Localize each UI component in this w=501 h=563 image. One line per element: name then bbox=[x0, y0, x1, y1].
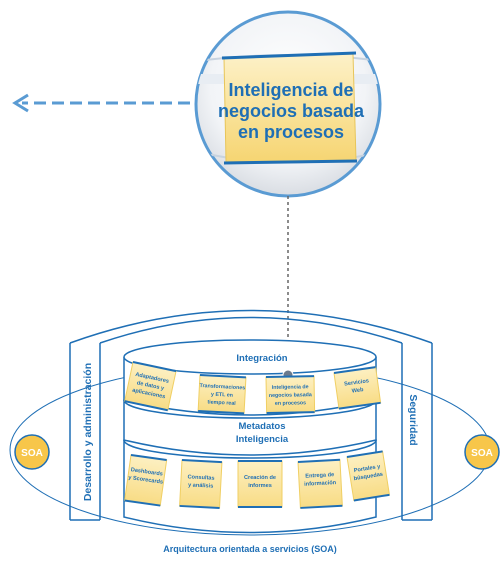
card-web-services-line-1: Servicios bbox=[344, 378, 369, 387]
card-reports-line-1: Creación de bbox=[244, 475, 276, 481]
zoom-title-line-2: negocios basada bbox=[218, 101, 365, 121]
soa-badge-left-label: SOA bbox=[21, 448, 43, 459]
card-queries: Consultas y análisis bbox=[179, 459, 223, 510]
card-etl-line-2: y ETL en bbox=[211, 392, 233, 399]
card-dashboards-line-2: y Scorecards bbox=[128, 475, 164, 486]
card-dashboards-line-1: Dashboards bbox=[130, 467, 163, 477]
arrow-left-icon bbox=[12, 93, 29, 113]
card-etl: Transformaciones y ETL en tiempo real bbox=[197, 374, 247, 415]
card-delivery-line-2: información bbox=[304, 480, 337, 488]
zoom-title-line-1: Inteligencia de bbox=[228, 80, 353, 100]
dashed-arrow bbox=[12, 93, 190, 113]
card-process-bi-line-2: negocios basada bbox=[269, 392, 312, 399]
soa-badge-right: SOA bbox=[464, 434, 500, 470]
card-delivery: Entrega de información bbox=[297, 458, 343, 509]
card-etl-line-1: Transformaciones bbox=[199, 383, 245, 391]
card-adapters: Adaptadores de datos y aplicaciones bbox=[124, 361, 177, 412]
outer-frame bbox=[69, 309, 433, 521]
card-web-services-line-2: Web bbox=[351, 387, 364, 395]
footer-caption: Arquitectura orientada a servicios (SOA) bbox=[163, 544, 337, 554]
side-label-left: Desarrollo y administración bbox=[82, 363, 94, 501]
card-process-bi-line-1: Inteligencia de bbox=[272, 384, 309, 391]
card-portals: Portales y búsquedas bbox=[346, 450, 391, 502]
card-delivery-line-1: Entrega de bbox=[305, 472, 334, 480]
card-adapters-line-2: de datos y bbox=[136, 380, 165, 392]
layer-label-metadata: Metadatos bbox=[239, 421, 286, 432]
layer-label-integration: Integración bbox=[236, 353, 287, 364]
zoom-card: Inteligencia de negocios basada en proce… bbox=[218, 51, 365, 165]
card-portals-line-2: búsquedas bbox=[353, 472, 383, 483]
card-web-services: Servicios Web bbox=[333, 366, 382, 410]
card-dashboards: Dashboards y Scorecards bbox=[124, 454, 168, 507]
layer-label-intelligence: Inteligencia bbox=[236, 434, 289, 445]
card-etl-line-3: tiempo real bbox=[207, 399, 236, 406]
card-reports: Creación de informes bbox=[237, 460, 283, 508]
side-label-right: Seguridad bbox=[407, 394, 419, 445]
zoom-title-line-3: en procesos bbox=[238, 122, 344, 142]
soa-badge-left: SOA bbox=[14, 434, 50, 470]
card-process-bi-line-3: en procesos bbox=[275, 400, 306, 407]
card-queries-line-2: y análisis bbox=[188, 482, 213, 489]
card-reports-line-2: informes bbox=[248, 483, 272, 489]
zoom-lens: Inteligencia de negocios basada en proce… bbox=[194, 10, 382, 198]
card-portals-line-1: Portales y bbox=[353, 464, 381, 474]
soa-badge-right-label: SOA bbox=[471, 448, 493, 459]
card-queries-line-1: Consultas bbox=[187, 474, 214, 481]
card-process-bi: Inteligencia de negocios basada en proce… bbox=[265, 375, 316, 414]
